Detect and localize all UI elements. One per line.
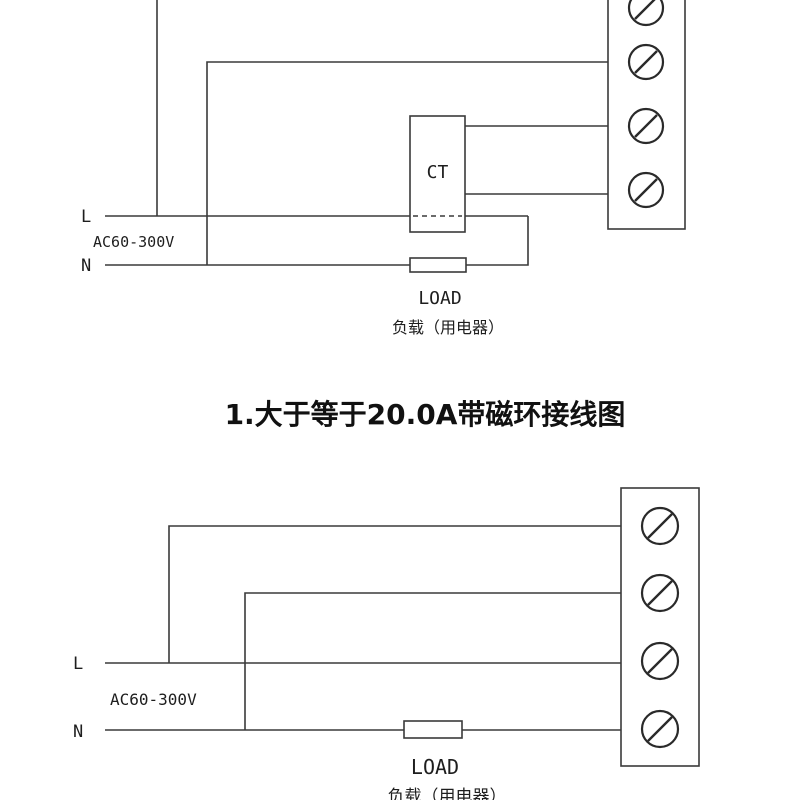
screw-terminal-icon [627, 43, 665, 81]
screw-terminal-icon [640, 506, 680, 546]
neutral-label: N [73, 722, 83, 742]
load-label: LOAD [418, 288, 461, 309]
ct-box [409, 115, 466, 233]
voltage-label: AC60-300V [93, 233, 174, 251]
voltage-label: AC60-300V [110, 690, 197, 709]
diagram-direct-wiring: L N AC60-300V LOAD 负载（用电器） [73, 487, 700, 800]
wire-n-to-terminal [244, 592, 621, 730]
load-label: LOAD [411, 755, 459, 779]
line-label: L [73, 654, 83, 674]
ct-label: CT [427, 162, 449, 183]
wire-l-to-terminal [168, 525, 621, 663]
load-resistor [403, 720, 463, 739]
line-label: L [81, 207, 91, 227]
page-title: 1.大于等于20.0A带磁环接线图 [225, 398, 626, 431]
wire-n-to-terminal [206, 61, 608, 265]
screw-terminal-icon [627, 171, 665, 209]
neutral-label: N [81, 256, 91, 276]
load-resistor [409, 257, 467, 273]
load-caption: 负载（用电器） [388, 787, 507, 800]
screw-terminal-icon [627, 0, 665, 27]
screw-terminal-icon [640, 573, 680, 613]
diagram-ct-wiring: CT L N AC60-300V LOAD 负载（用电器） [81, 0, 686, 337]
wire-l-return [466, 216, 529, 266]
screw-terminal-icon [627, 107, 665, 145]
screw-terminal-icon [640, 709, 680, 749]
screw-terminal-icon [640, 641, 680, 681]
load-caption: 负载（用电器） [392, 318, 504, 337]
